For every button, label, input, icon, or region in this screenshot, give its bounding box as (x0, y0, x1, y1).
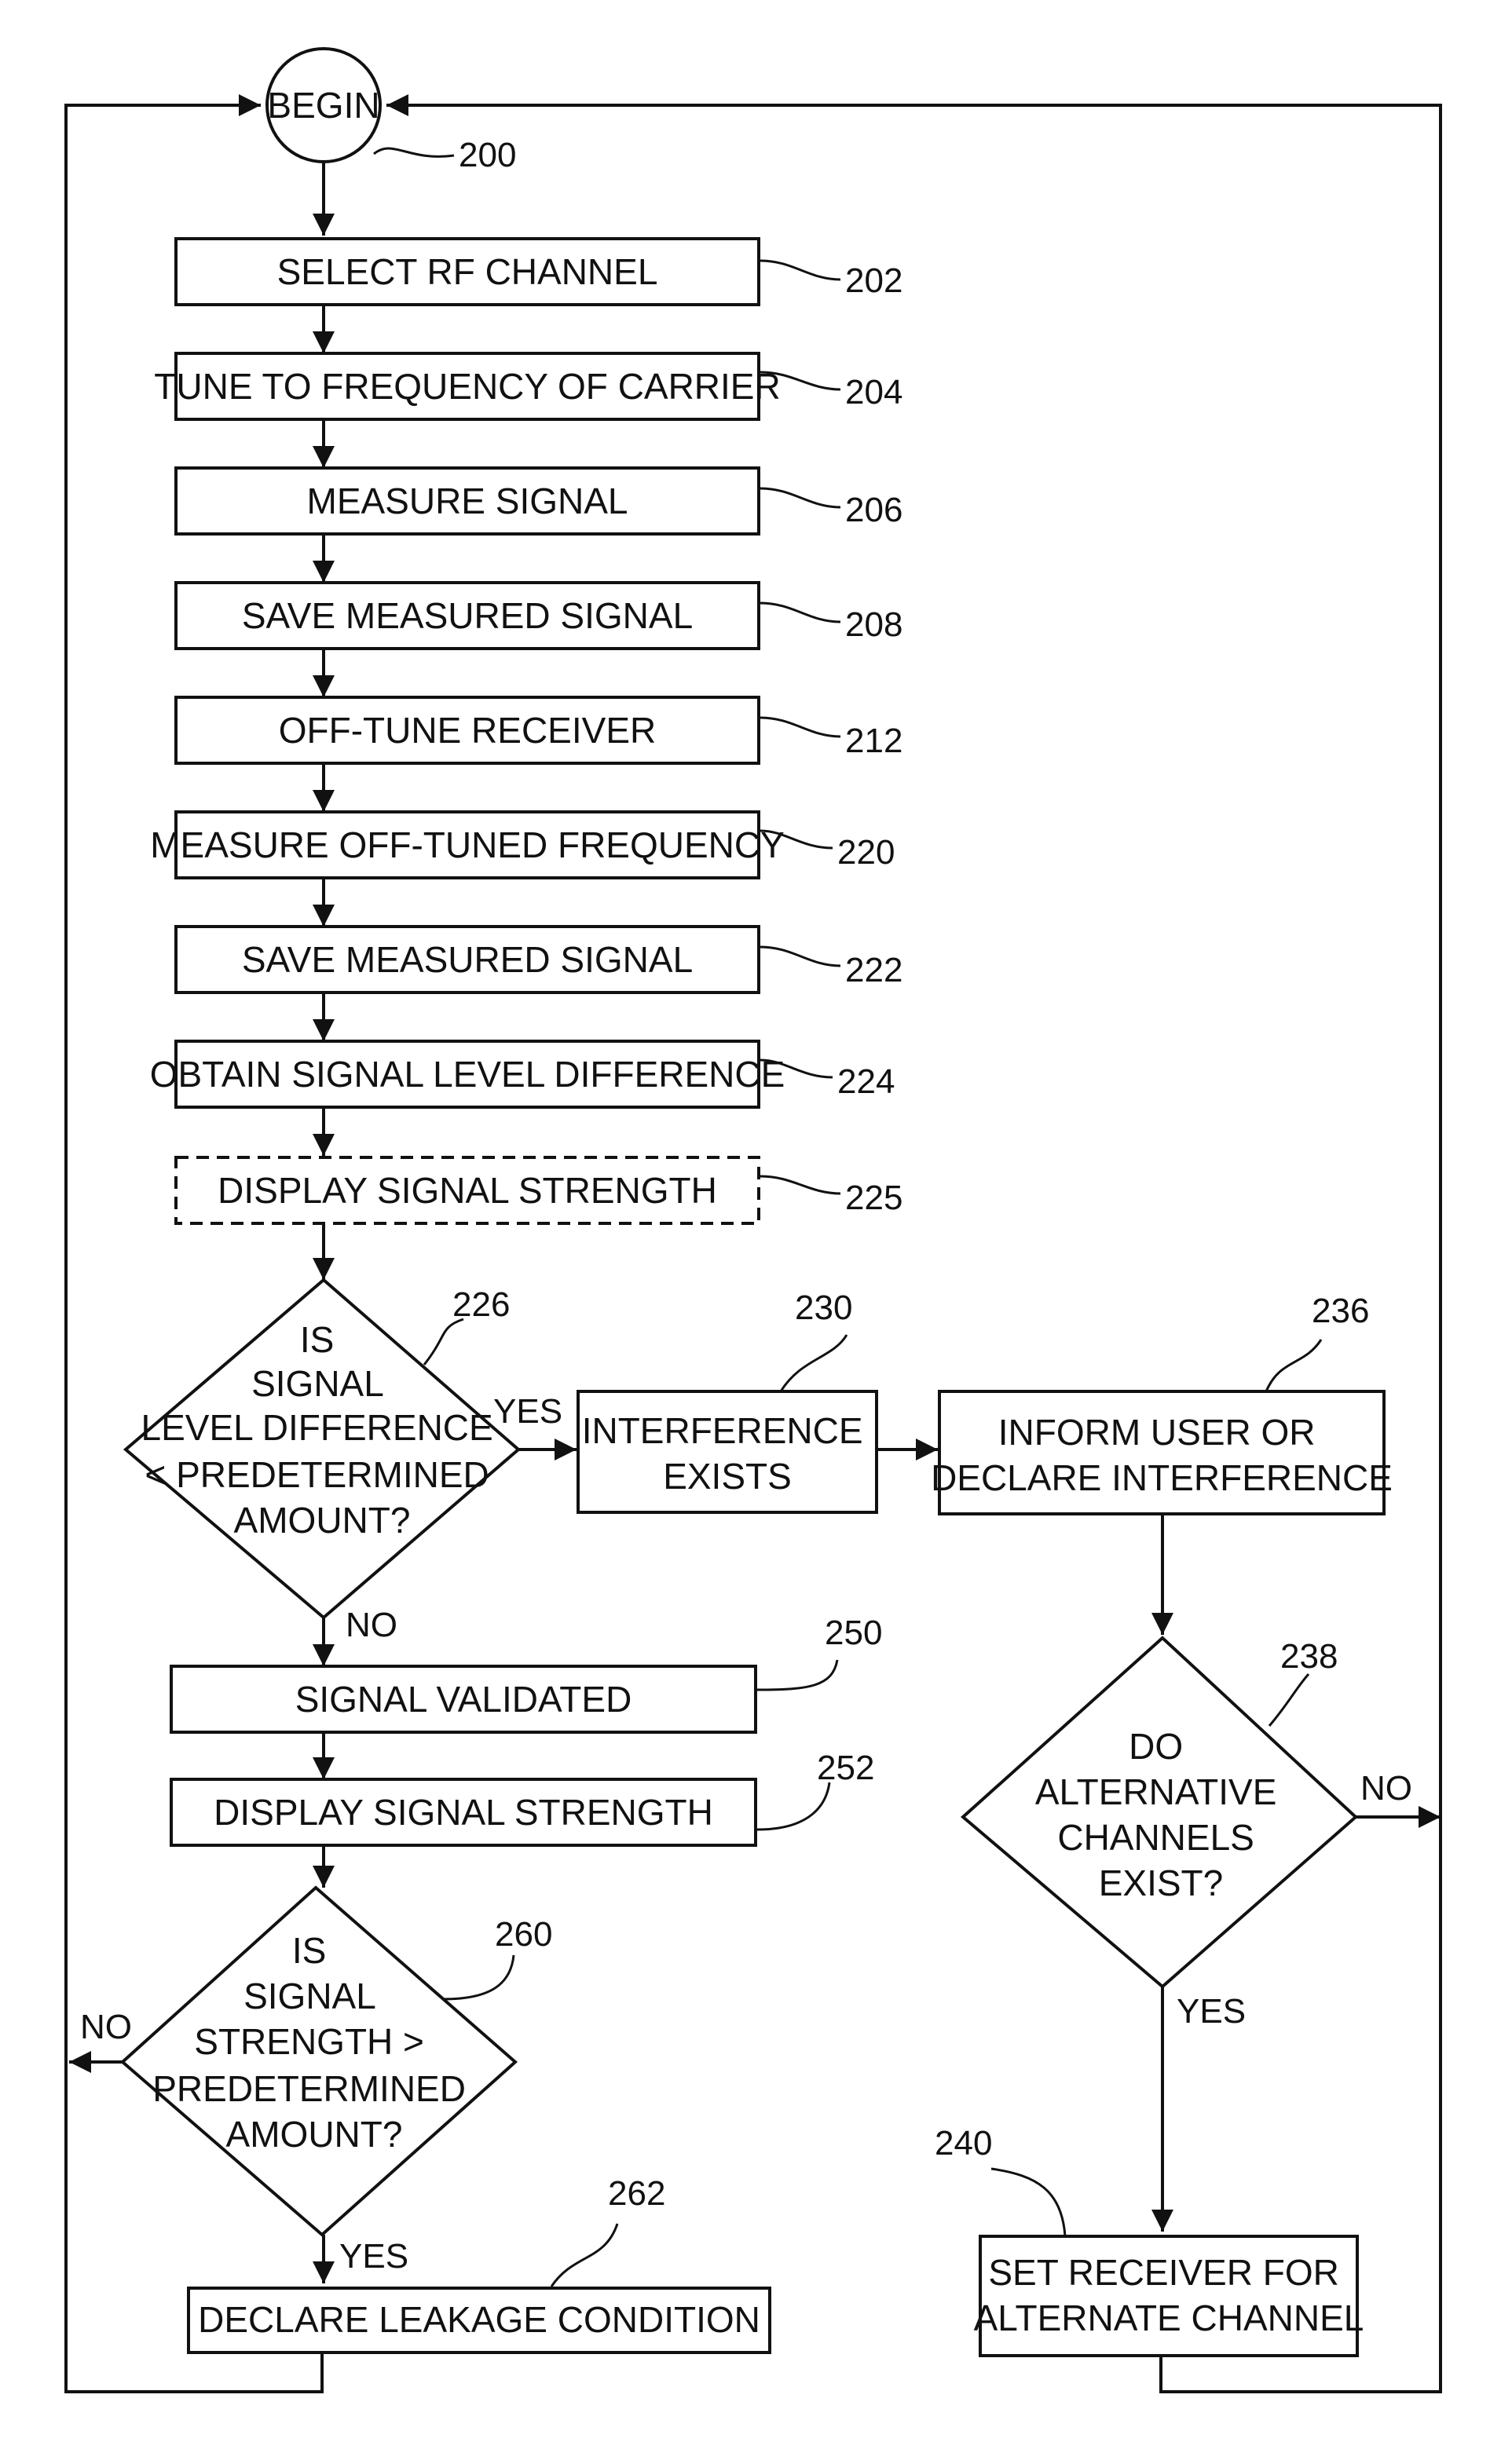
node-225: DISPLAY SIGNAL STRENGTH (176, 1157, 759, 1223)
node-204: TUNE TO FREQUENCY OF CARRIER (154, 353, 780, 419)
node-204-label: TUNE TO FREQUENCY OF CARRIER (154, 366, 780, 407)
ref-252: 252 (817, 1749, 874, 1787)
node-262: DECLARE LEAKAGE CONDITION (189, 2288, 770, 2352)
ref-230: 230 (795, 1289, 852, 1327)
ref-260: 260 (495, 1915, 552, 1954)
yes-238-label: YES (1177, 1992, 1246, 2031)
node-206-label: MEASURE SIGNAL (307, 481, 628, 521)
node-252: DISPLAY SIGNAL STRENGTH (171, 1779, 756, 1845)
ref-250: 250 (825, 1614, 882, 1652)
ref-240: 240 (935, 2124, 992, 2162)
node-220-label: MEASURE OFF-TUNED FREQUENCY (150, 824, 785, 865)
node-208-label: SAVE MEASURED SIGNAL (242, 595, 693, 636)
node-222: SAVE MEASURED SIGNAL (176, 927, 759, 993)
node-212: OFF-TUNE RECEIVER (176, 697, 759, 763)
yes-260-label: YES (339, 2237, 408, 2276)
node-202-label: SELECT RF CHANNEL (277, 251, 658, 292)
node-252-label: DISPLAY SIGNAL STRENGTH (214, 1792, 713, 1833)
no-260-label: NO (80, 2008, 132, 2046)
node-236: INFORM USER OR DECLARE INTERFERENCE (931, 1391, 1393, 1514)
node-222-label: SAVE MEASURED SIGNAL (242, 939, 693, 980)
node-206: MEASURE SIGNAL (176, 468, 759, 534)
node-250: SIGNAL VALIDATED (171, 1666, 756, 1732)
node-224-label: OBTAIN SIGNAL LEVEL DIFFERENCE (150, 1054, 785, 1095)
ref-212: 212 (845, 722, 902, 760)
node-240: SET RECEIVER FOR ALTERNATE CHANNEL (974, 2236, 1364, 2356)
ref-200: 200 (459, 136, 516, 174)
node-202: SELECT RF CHANNEL (176, 239, 759, 305)
node-208: SAVE MEASURED SIGNAL (176, 583, 759, 649)
node-224: OBTAIN SIGNAL LEVEL DIFFERENCE (150, 1041, 785, 1107)
no-226-label: NO (346, 1606, 397, 1644)
ref-226: 226 (452, 1285, 510, 1324)
ref-262: 262 (608, 2174, 665, 2213)
ref-238: 238 (1280, 1637, 1338, 1676)
node-250-label: SIGNAL VALIDATED (295, 1679, 632, 1720)
node-begin: BEGIN (267, 49, 380, 162)
ref-204: 204 (845, 373, 902, 411)
decision-260: IS SIGNAL STRENGTH > PREDETERMINED AMOUN… (123, 1888, 515, 2235)
ref-220: 220 (837, 833, 895, 872)
ref-202: 202 (845, 261, 902, 300)
node-225-label: DISPLAY SIGNAL STRENGTH (218, 1170, 717, 1211)
ref-224: 224 (837, 1062, 895, 1101)
node-262-label: DECLARE LEAKAGE CONDITION (198, 2299, 760, 2340)
yes-226-label: YES (493, 1392, 562, 1431)
no-238-label: NO (1360, 1769, 1412, 1808)
begin-label: BEGIN (267, 85, 379, 126)
node-212-label: OFF-TUNE RECEIVER (279, 710, 656, 751)
decision-226: IS SIGNAL LEVEL DIFFERENCE < PREDETERMIN… (126, 1280, 518, 1618)
node-230: INTERFERENCE EXISTS (578, 1391, 877, 1512)
ref-236: 236 (1312, 1292, 1369, 1330)
ref-208: 208 (845, 605, 902, 644)
ref-225: 225 (845, 1179, 902, 1217)
ref-206: 206 (845, 491, 902, 529)
ref-222: 222 (845, 951, 902, 989)
node-220: MEASURE OFF-TUNED FREQUENCY (150, 812, 785, 878)
